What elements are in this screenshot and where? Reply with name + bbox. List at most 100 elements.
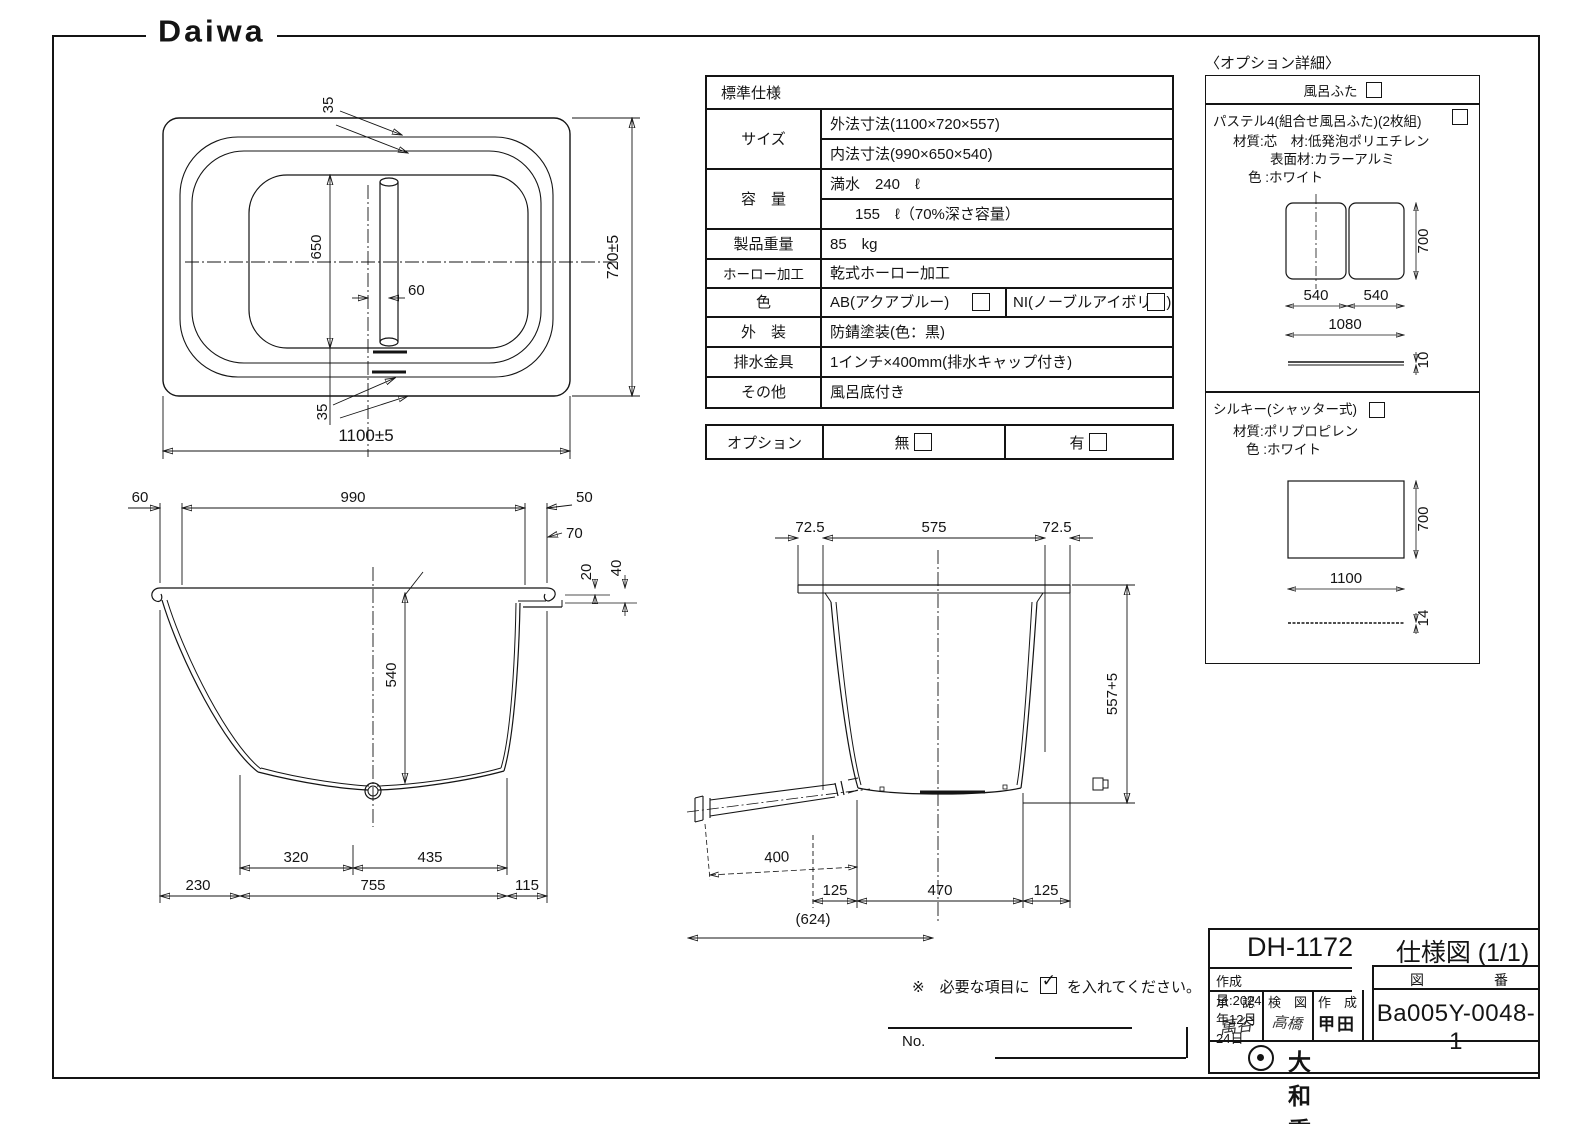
- pastel-material1: 材質:芯 材:低発泡ポリエチレン: [1233, 134, 1430, 149]
- daiwa-logo: Daiwa: [146, 13, 278, 50]
- option-yes-checkbox[interactable]: [1088, 433, 1107, 451]
- spec-capacity-label: 容 量: [740, 190, 786, 208]
- note-suffix: を入れてください。: [1066, 979, 1202, 996]
- dim-label-125-right: 125: [1033, 882, 1058, 899]
- dim-label-720: 720±5: [605, 235, 622, 279]
- no-box-top-line: [888, 1027, 1132, 1029]
- dim-label-725-left: 72.5: [795, 519, 824, 536]
- note-prefix: ※ 必要な項目に: [912, 979, 1030, 996]
- spec-weight-label: 製品重量: [733, 235, 794, 253]
- lid-dim-10: 10: [1415, 352, 1432, 369]
- spec-other-value: 風呂底付き: [830, 384, 906, 401]
- dim-label-650: 650: [308, 234, 325, 259]
- dim-label-540: 540: [383, 662, 400, 687]
- silky-shutter-diagram: 700 1100 14: [1266, 466, 1432, 634]
- dim-label-575: 575: [921, 519, 946, 536]
- author-header: 作 成: [1317, 995, 1357, 1010]
- spec-drain-value: 1インチ×400mm(排水キャップ付き): [830, 353, 1073, 371]
- spec-exterior-label: 外 装: [740, 323, 786, 341]
- silky-material: 材質:ポリプロピレン: [1233, 424, 1359, 439]
- spec-color-ab: AB(アクアブルー): [830, 294, 950, 311]
- pastel-color: 色 :ホワイト: [1248, 170, 1324, 185]
- lid-dim-1080: 1080: [1328, 316, 1361, 333]
- dim-label-115: 115: [515, 877, 539, 894]
- lid-dim-700: 700: [1415, 228, 1432, 253]
- dim-label-755: 755: [360, 877, 385, 894]
- dim-label-60: 60: [408, 282, 425, 299]
- creation-date: 作成日:2024年12月24日: [1216, 974, 1262, 1046]
- lid-dim-540a: 540: [1303, 287, 1328, 304]
- spec-title: 標準仕様: [721, 85, 782, 102]
- color-ab-checkbox[interactable]: [972, 293, 990, 311]
- spec-color-label: 色: [755, 294, 771, 311]
- dim-label-35-bottom: 35: [314, 404, 331, 421]
- spec-capacity-70: 155 ℓ（70%深さ容量）: [855, 205, 1020, 223]
- spec-enamel-value: 乾式ホーロー加工: [830, 265, 951, 282]
- spec-capacity-full: 満水 240 ℓ: [830, 175, 920, 193]
- pastel-lid-diagram: 540 540 1080 700 10: [1266, 194, 1432, 375]
- pastel-checkbox[interactable]: [1452, 109, 1468, 125]
- spec-drain-label: 排水金具: [733, 353, 794, 371]
- dim-label-40: 40: [608, 560, 625, 577]
- option-yes-label: 有: [1069, 434, 1085, 452]
- dim-label-725-right: 72.5: [1042, 519, 1071, 536]
- dim-label-400: 400: [764, 848, 790, 866]
- dim-label-230: 230: [185, 877, 210, 894]
- options-detail-box: 風呂ふた パステル4(組合せ風呂ふた)(2枚組) 材質:芯 材:低発泡ポリエチレ…: [1205, 75, 1480, 664]
- spec-color-ni: NI(ノーブルアイボリー): [1013, 294, 1172, 311]
- spec-size-inner: 内法寸法(990×650×540): [830, 145, 993, 163]
- shutter-dim-700: 700: [1415, 506, 1432, 531]
- dim-label-470: 470: [927, 882, 952, 899]
- lid-checkbox[interactable]: [1365, 81, 1382, 98]
- silky-color: 色 :ホワイト: [1246, 442, 1322, 457]
- spec-size-outer: 外法寸法(1100×720×557): [830, 115, 1000, 133]
- drawing-no-header: 図 番: [1410, 972, 1508, 988]
- shutter-dim-1100: 1100: [1330, 570, 1362, 587]
- option-label: オプション: [726, 434, 802, 452]
- dim-label-50: 50: [576, 489, 593, 506]
- silky-name: シルキー(シャッター式): [1213, 402, 1357, 417]
- spec-size-label: サイズ: [741, 130, 786, 148]
- dim-label-125-left: 125: [822, 882, 847, 899]
- lid-title: 風呂ふた: [1303, 83, 1358, 99]
- model-number: DH-1172: [1246, 932, 1354, 962]
- spec-table: 標準仕様 サイズ 外法寸法(1100×720×557) 内法寸法(990×650…: [705, 75, 1174, 409]
- no-box-bottom-line: [995, 1057, 1186, 1059]
- no-label: No.: [902, 1033, 926, 1050]
- dim-label-70: 70: [566, 525, 583, 542]
- spec-exterior-value: 防錆塗装(色：黒): [830, 323, 945, 341]
- option-none-label: 無: [894, 434, 910, 452]
- end-section-drawing: 72.5 575 72.5 557+5 125 470 125 400 (624…: [686, 519, 1135, 955]
- pastel-name: パステル4(組合せ風呂ふた)(2枚組): [1213, 114, 1422, 129]
- dim-label-435: 435: [417, 849, 442, 866]
- dim-label-60-left: 60: [132, 489, 149, 506]
- color-ni-checkbox[interactable]: [1147, 293, 1165, 311]
- company-logo-icon: [1248, 1045, 1274, 1071]
- option-none-checkbox[interactable]: [913, 433, 932, 451]
- checkbox-note: ※ 必要な項目に を入れてください。: [912, 971, 1202, 997]
- dim-label-1100: 1100±5: [338, 426, 393, 445]
- dim-label-35-top: 35: [320, 97, 337, 114]
- plan-view-drawing: 650 60 35 35 1100±5 720±5: [100, 97, 640, 459]
- no-box-right-line: [1186, 1027, 1188, 1058]
- shutter-dim-14: 14: [1415, 610, 1432, 627]
- spec-weight-value: 85 kg: [830, 235, 878, 253]
- spec-other-label: その他: [740, 384, 786, 401]
- drawing-number: Ba005Y-0048-1: [1376, 1000, 1536, 1055]
- spec-enamel-label: ホーロー加工: [723, 266, 804, 282]
- pastel-material2: 表面材:カラーアルミ: [1270, 152, 1395, 167]
- check-header: 検 図: [1267, 995, 1307, 1010]
- dim-label-320: 320: [283, 849, 308, 866]
- author-signature: 甲田: [1318, 1015, 1356, 1034]
- approval-header: 承 認: [1215, 995, 1255, 1010]
- dim-label-557: 557+5: [1104, 673, 1121, 715]
- check-signature: 高橋: [1271, 1013, 1303, 1034]
- sheet-title: 仕様図 (1/1): [1395, 939, 1530, 967]
- dim-label-990: 990: [340, 489, 365, 506]
- dim-label-624: (624): [795, 911, 830, 928]
- dim-label-20: 20: [578, 564, 595, 581]
- checked-box-icon: [1039, 971, 1057, 994]
- company-name: 大和重工株式会社: [1288, 1049, 1313, 1124]
- silky-checkbox[interactable]: [1368, 402, 1385, 419]
